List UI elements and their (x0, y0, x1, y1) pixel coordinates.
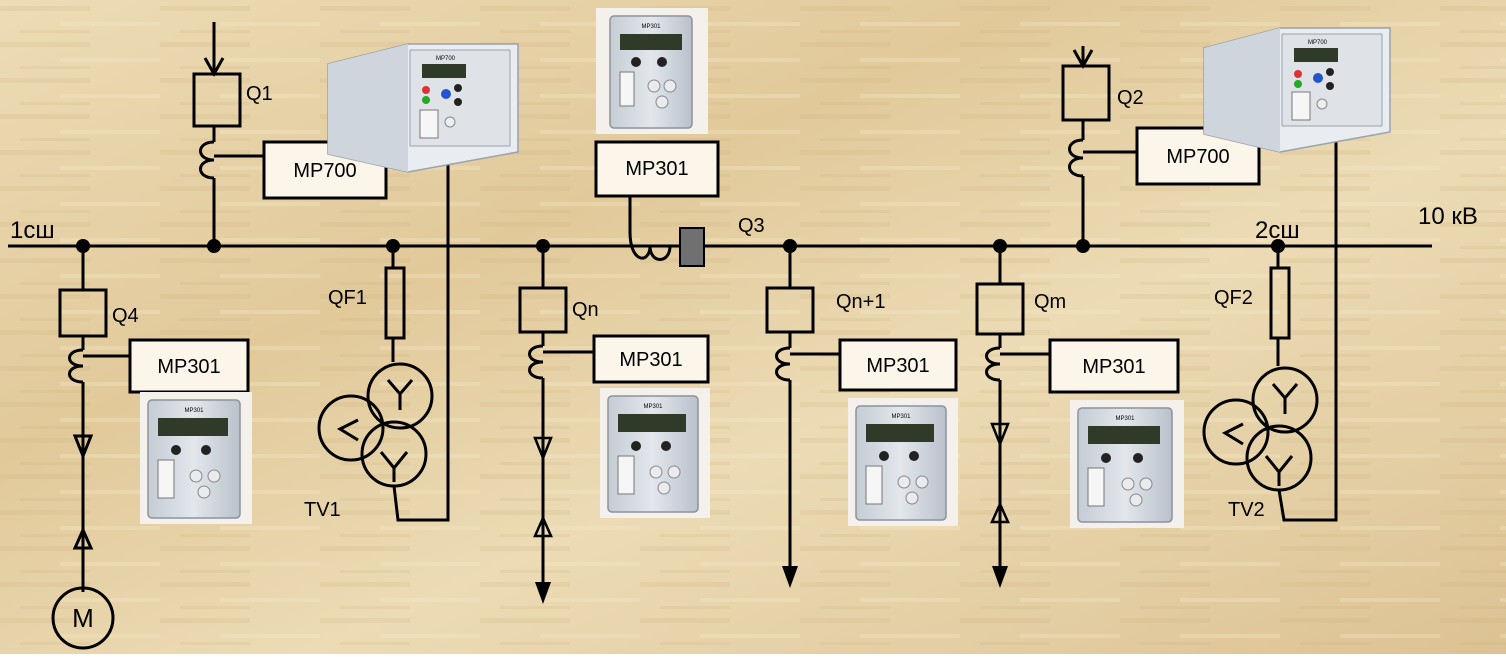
relay-box-q3 (594, 140, 720, 198)
breaker-q3 (679, 227, 705, 267)
relay-box-qn (592, 334, 710, 384)
voltage-label: 10 кВ (1418, 203, 1478, 230)
breaker-label-q3: Q3 (738, 215, 765, 237)
device-faceplate-label: MP301 (641, 24, 661, 30)
device-mp301-qm: MP301 (1070, 400, 1184, 528)
breaker-label-q4: Q4 (112, 305, 139, 327)
device-mp301-q4: MP301 (140, 392, 252, 524)
incoming-feeder-q2 (1061, 46, 1137, 246)
device-faceplate-label: MP301 (891, 414, 911, 420)
relay-box-qm (1048, 338, 1180, 394)
arrow-head (992, 566, 1008, 588)
relay-label-qm: MP301 (1082, 356, 1145, 378)
breaker-label-q2: Q2 (1117, 87, 1144, 109)
arrow-head (535, 582, 551, 604)
transformer-label-tv2: TV2 (1228, 499, 1265, 521)
breaker-label-qn: Qn (572, 299, 599, 321)
breaker-label-qn1: Qn+1 (836, 291, 885, 313)
relay-label-qn1: MP301 (866, 355, 929, 377)
relay-label-q2: MP700 (1166, 146, 1229, 168)
device-faceplate-label: MP700 (1308, 40, 1328, 46)
incoming-feeder-q1 (192, 22, 264, 246)
feeder-qn (518, 246, 594, 586)
fuse-label-qf1: QF1 (328, 287, 367, 309)
bus-label-1: 1сш (10, 217, 55, 244)
relay-box-qn1 (838, 338, 958, 392)
device-faceplate-label: MP301 (184, 408, 204, 414)
motor-feeder-q4 (51, 246, 130, 650)
relay-label-qn: MP301 (619, 349, 682, 371)
transformer-label-tv1: TV1 (304, 499, 341, 521)
device-faceplate-label: MP301 (1115, 416, 1135, 422)
sectional-breaker-q3 (628, 196, 680, 261)
feeder-qm (975, 246, 1050, 566)
voltage-transformer-tv1 (317, 130, 450, 522)
voltage-transformer-tv2 (1202, 114, 1338, 522)
relay-label-q4: MP301 (157, 356, 220, 378)
relay-label-q3: MP301 (625, 158, 688, 180)
device-faceplate-label: MP301 (643, 404, 663, 410)
relay-label-q1: MP700 (293, 160, 356, 182)
device-mp700-right: MP700 (1203, 27, 1391, 153)
breaker-label-qm: Qm (1034, 291, 1066, 313)
fuse-label-qf2: QF2 (1214, 287, 1253, 309)
device-mp301-qn: MP301 (600, 388, 710, 518)
device-mp700-left: MP700 (327, 43, 519, 173)
device-faceplate-label: MP700 (436, 56, 456, 62)
arrow-head (782, 566, 798, 588)
breaker-label-q1: Q1 (246, 83, 273, 105)
device-mp301-top: MP301 (596, 8, 708, 134)
feeder-qn1 (765, 246, 840, 566)
motor-label: M (72, 603, 94, 633)
device-mp301-qn1: MP301 (848, 398, 958, 526)
